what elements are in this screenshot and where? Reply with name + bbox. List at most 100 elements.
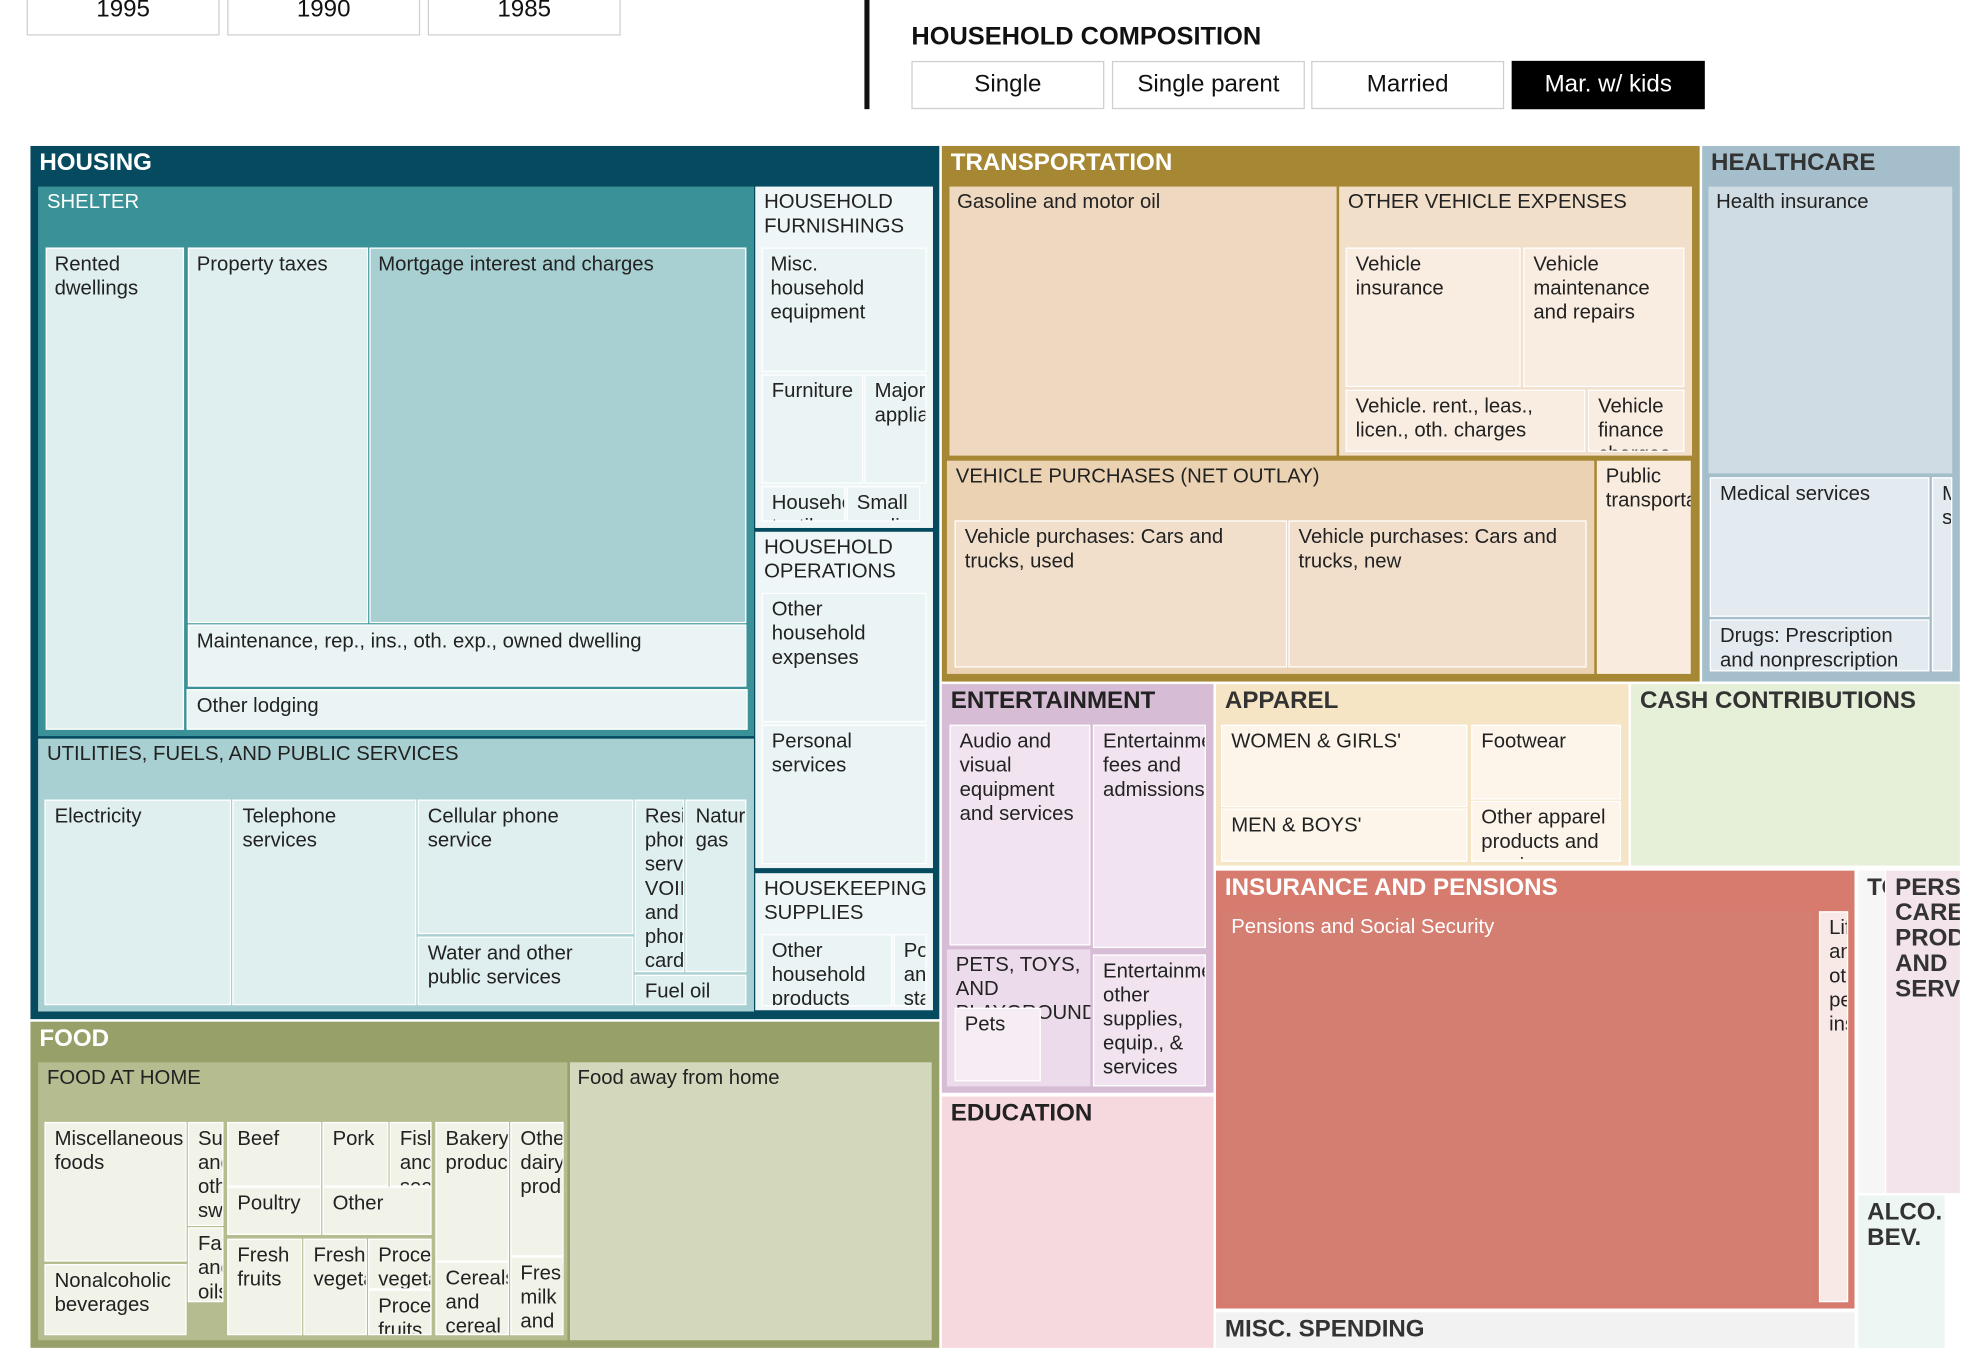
treemap-cell-fresh-fruits[interactable]: Fresh fruits: [227, 1238, 303, 1336]
treemap-cell-public-transportation[interactable]: Public transportation: [1596, 460, 1691, 674]
treemap-cell-drugs[interactable]: Drugs: Prescription and nonprescription: [1709, 619, 1930, 672]
treemap-label-insurance-pensions: INSURANCE AND PENSIONS: [1224, 874, 1558, 902]
treemap-cell-fats-oils[interactable]: Fats and oils: [187, 1227, 224, 1303]
treemap-cell-personal-services[interactable]: Personal services: [761, 724, 927, 865]
treemap-cell-alco-bev[interactable]: ALCO. BEV.: [1858, 1195, 1945, 1348]
treemap-cell-fish[interactable]: Fish and seafood: [389, 1121, 432, 1187]
treemap-cell-furniture[interactable]: Furniture: [761, 374, 864, 484]
treemap-cell-beef[interactable]: Beef: [227, 1121, 322, 1187]
composition-button-single[interactable]: Single: [911, 60, 1105, 110]
treemap-label-furniture: Furniture: [771, 380, 854, 403]
treemap-cell-electricity[interactable]: Electricity: [44, 799, 232, 1006]
treemap-cell-mortgage-interest[interactable]: Mortgage interest and charges: [369, 247, 747, 624]
treemap-cell-personal-care[interactable]: PERSONAL CARE PRODUCTS AND SERVICES: [1886, 870, 1960, 1194]
treemap-label-fats-oils: Fats and oils: [198, 1233, 222, 1303]
treemap-cell-household-textiles[interactable]: Household textiles: [761, 486, 846, 522]
treemap-label-cars-new: Vehicle purchases: Cars and trucks, new: [1298, 526, 1558, 573]
treemap-cell-fresh-milk[interactable]: Fresh milk and cream: [510, 1256, 564, 1336]
treemap-label-personal-services: Personal services: [771, 731, 852, 777]
treemap-cell-other-household-expenses[interactable]: Other household expenses: [761, 592, 927, 723]
treemap-label-cash-contributions: CASH CONTRIBUTIONS: [1639, 687, 1916, 715]
treemap-label-transportation: TRANSPORTATION: [950, 149, 1173, 177]
treemap-cell-pets[interactable]: Pets: [954, 1007, 1041, 1082]
treemap-cell-health-insurance[interactable]: Health insurance: [1708, 186, 1953, 474]
treemap-label-public-transportation: Public transportation: [1605, 465, 1691, 512]
treemap-cell-misc-spending[interactable]: MISC. SPENDING: [1216, 1312, 1855, 1348]
treemap-cell-telephone-services[interactable]: Telephone services: [232, 799, 417, 1006]
treemap-cell-life-insurance[interactable]: Life and other personal insurance: [1818, 911, 1849, 1303]
treemap-cell-sugar[interactable]: Sugar and other sweets: [187, 1121, 224, 1227]
treemap-label-ent-fees: Entertainment fees and admissions: [1103, 731, 1205, 801]
treemap-cell-ent-other[interactable]: Entertainment other supplies, equip., & …: [1092, 954, 1206, 1087]
treemap-cell-other-lodging[interactable]: Other lodging: [186, 689, 748, 730]
treemap-label-cellular-phone: Cellular phone service: [427, 805, 559, 852]
year-button-1990[interactable]: 1990: [227, 0, 421, 36]
treemap-cell-misc-household-equipment[interactable]: Misc. household equipment: [761, 247, 927, 372]
treemap-cell-maintenance[interactable]: Maintenance, rep., ins., oth. exp., owne…: [187, 624, 747, 687]
treemap-cell-processed-fruits[interactable]: Processed fruits: [368, 1289, 432, 1336]
treemap-cell-cars-used[interactable]: Vehicle purchases: Cars and trucks, used: [954, 520, 1288, 668]
treemap-cell-other-household-products[interactable]: Other household products: [761, 934, 893, 1007]
treemap-cell-fresh-vegetables[interactable]: Fresh vegetables: [303, 1238, 367, 1336]
treemap-cell-cash-contributions[interactable]: CASH CONTRIBUTIONS: [1631, 684, 1960, 866]
treemap-cell-men-boys[interactable]: MEN & BOYS': [1221, 808, 1468, 862]
treemap-cell-women-girls[interactable]: WOMEN & GIRLS': [1221, 724, 1468, 808]
treemap-cell-processed-vegetables[interactable]: Processed vegetables: [368, 1238, 432, 1290]
treemap-label-sugar: Sugar and other sweets: [198, 1128, 223, 1223]
controls-divider: [864, 0, 870, 110]
treemap-cell-other-apparel[interactable]: Other apparel products and services: [1471, 800, 1621, 862]
treemap-cell-footwear[interactable]: Footwear: [1471, 724, 1621, 800]
treemap-label-food-at-home: FOOD AT HOME: [46, 1067, 201, 1089]
treemap-label-processed-fruits: Processed fruits: [378, 1295, 431, 1336]
composition-button-married[interactable]: Married: [1311, 60, 1505, 110]
treemap-cell-tobacco[interactable]: TOBACCO: [1858, 870, 1885, 1194]
treemap-cell-fuel-oil[interactable]: Fuel oil and other fuels: [634, 974, 747, 1006]
treemap-cell-vehicle-insurance[interactable]: Vehicle insurance: [1345, 247, 1521, 388]
treemap-cell-cellular-phone[interactable]: Cellular phone service: [417, 799, 634, 935]
treemap-label-health-insurance: Health insurance: [1716, 191, 1869, 214]
treemap-cell-postage-stationery[interactable]: Postage and stationery: [893, 934, 927, 1007]
treemap-cell-other-dairy[interactable]: Other dairy products: [510, 1121, 564, 1257]
treemap-cell-bakery[interactable]: Bakery products: [435, 1121, 510, 1262]
treemap-label-entertainment: ENTERTAINMENT: [950, 687, 1156, 715]
treemap-cell-cereals[interactable]: Cereals and cereal products: [435, 1261, 510, 1336]
treemap-cell-medical-supplies[interactable]: Medical supplies: [1931, 477, 1953, 672]
treemap-cell-pork[interactable]: Pork: [322, 1121, 389, 1187]
composition-button-single-parent[interactable]: Single parent: [1111, 60, 1305, 110]
treemap-cell-misc-foods[interactable]: Miscellaneous foods: [44, 1121, 187, 1262]
treemap-cell-residential-phone[interactable]: Residential phone service, VOIP, and pho…: [634, 799, 685, 973]
treemap-label-nonalcoholic: Nonalcoholic beverages: [54, 1270, 171, 1317]
year-button-1985[interactable]: 1985: [427, 0, 621, 36]
treemap-cell-cars-new[interactable]: Vehicle purchases: Cars and trucks, new: [1288, 520, 1587, 668]
treemap-cell-other-meat[interactable]: Other: [322, 1186, 432, 1235]
treemap-label-other-lodging: Other lodging: [196, 695, 319, 718]
treemap-cell-audio-visual[interactable]: Audio and visual equipment and services: [949, 724, 1091, 946]
treemap-cell-ent-fees[interactable]: Entertainment fees and admissions: [1092, 724, 1206, 949]
treemap-cell-water-public[interactable]: Water and other public services: [417, 936, 634, 1006]
year-button-1995[interactable]: 1995: [26, 0, 220, 36]
treemap-cell-property-taxes[interactable]: Property taxes: [187, 247, 369, 624]
treemap-cell-small-appliances[interactable]: Small appliances: [846, 486, 921, 522]
treemap-cell-major-appliances[interactable]: Major appliances: [864, 374, 927, 484]
treemap-cell-vehicle-rent[interactable]: Vehicle. rent., leas., licen., oth. char…: [1345, 389, 1586, 452]
treemap-cell-food-away[interactable]: Food away from home: [569, 1062, 932, 1341]
treemap-label-vehicle-insurance: Vehicle insurance: [1355, 253, 1444, 300]
treemap-cell-gasoline[interactable]: Gasoline and motor oil: [949, 186, 1337, 456]
treemap-cell-nonalcoholic[interactable]: Nonalcoholic beverages: [44, 1264, 187, 1336]
treemap-cell-vehicle-finance[interactable]: Vehicle finance charges: [1587, 389, 1685, 452]
treemap-label-cars-used: Vehicle purchases: Cars and trucks, used: [964, 526, 1224, 573]
treemap-cell-pensions-ss[interactable]: Pensions and Social Security: [1222, 911, 1814, 1305]
treemap-label-ent-other: Entertainment other supplies, equip., & …: [1103, 960, 1205, 1079]
treemap-label-poultry: Poultry: [237, 1193, 301, 1215]
treemap-cell-education[interactable]: EDUCATION: [941, 1096, 1214, 1348]
treemap-cell-medical-services[interactable]: Medical services: [1709, 477, 1930, 617]
treemap-cell-natural-gas[interactable]: Natural gas: [685, 799, 747, 973]
treemap-cell-poultry[interactable]: Poultry: [227, 1186, 322, 1235]
treemap-label-other-meat: Other: [332, 1193, 384, 1215]
treemap-cell-rented-dwellings[interactable]: Rented dwellings: [45, 247, 185, 730]
treemap-label-women-girls: WOMEN & GIRLS': [1231, 731, 1402, 753]
treemap-cell-vehicle-maintenance[interactable]: Vehicle maintenance and repairs: [1523, 247, 1685, 388]
treemap-label-fuel-oil: Fuel oil and other fuels: [644, 981, 711, 1003]
composition-button-married-with-kids[interactable]: Mar. w/ kids: [1511, 60, 1705, 110]
